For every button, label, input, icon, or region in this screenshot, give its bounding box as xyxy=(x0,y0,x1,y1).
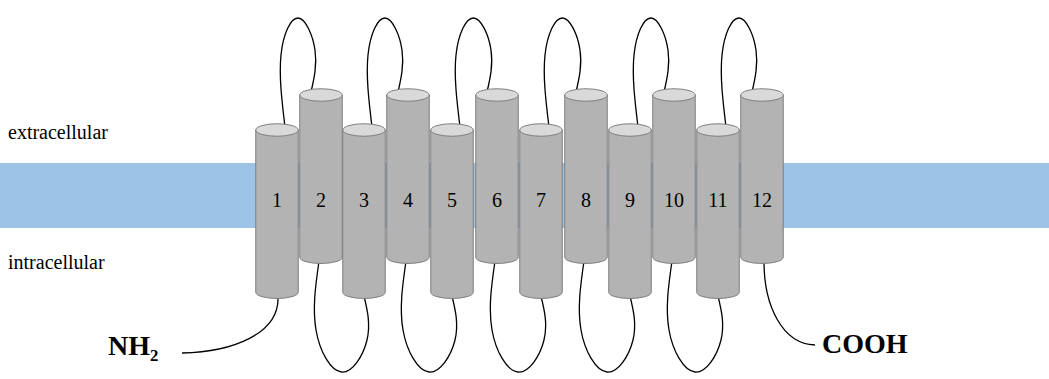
helix-number: 8 xyxy=(564,189,608,211)
terminus-label: COOH xyxy=(822,328,908,360)
cylinder-top xyxy=(343,124,386,137)
transmembrane-helix: 12 xyxy=(740,88,784,265)
helix-cylinder xyxy=(519,123,563,300)
cylinder-top xyxy=(609,124,652,137)
transmembrane-helix: 9 xyxy=(608,123,652,300)
cylinder-top xyxy=(300,89,343,102)
helix-cylinder xyxy=(652,88,696,265)
helix-number: 7 xyxy=(519,189,563,211)
cylinder-top xyxy=(387,89,430,102)
cylinder-body xyxy=(520,130,563,298)
cylinder-top xyxy=(741,89,784,102)
cylinder-top xyxy=(431,124,474,137)
helix-number: 9 xyxy=(608,189,652,211)
cylinder-body xyxy=(343,130,386,298)
c-terminal-tail xyxy=(764,262,815,345)
helix-cylinder xyxy=(342,123,386,300)
helix-number: 11 xyxy=(696,189,740,211)
cylinder-top xyxy=(697,124,740,137)
cylinder-body xyxy=(697,130,740,298)
helix-cylinder xyxy=(299,88,343,265)
transmembrane-helix: 5 xyxy=(430,123,474,300)
helix-cylinder xyxy=(696,123,740,300)
cylinder-body xyxy=(300,95,343,263)
region-label: extracellular xyxy=(8,121,108,144)
helix-cylinder xyxy=(608,123,652,300)
n-terminal-tail xyxy=(182,296,278,353)
cylinder-body xyxy=(653,95,696,263)
cylinder-top xyxy=(520,124,563,137)
cylinder-top xyxy=(256,124,299,137)
cylinder-top xyxy=(476,89,519,102)
region-label: intracellular xyxy=(8,251,105,274)
cylinder-body xyxy=(565,95,608,263)
helix-cylinder xyxy=(740,88,784,265)
cylinder-body xyxy=(609,130,652,298)
helix-cylinder xyxy=(475,88,519,265)
helix-cylinder xyxy=(386,88,430,265)
terminus-label: NH₂ xyxy=(108,330,158,362)
helix-number: 3 xyxy=(342,189,386,211)
cylinder-top xyxy=(653,89,696,102)
transmembrane-helix: 11 xyxy=(696,123,740,300)
transmembrane-helix: 2 xyxy=(299,88,343,265)
cylinder-body xyxy=(256,130,299,298)
transmembrane-helix: 6 xyxy=(475,88,519,265)
cylinder-body xyxy=(387,95,430,263)
helix-cylinder xyxy=(430,123,474,300)
helix-number: 12 xyxy=(740,189,784,211)
cylinder-body xyxy=(476,95,519,263)
transmembrane-helix: 3 xyxy=(342,123,386,300)
helix-number: 2 xyxy=(299,189,343,211)
transmembrane-helix: 10 xyxy=(652,88,696,265)
transmembrane-helix: 7 xyxy=(519,123,563,300)
helix-number: 6 xyxy=(475,189,519,211)
transmembrane-helix: 8 xyxy=(564,88,608,265)
cylinder-body xyxy=(741,95,784,263)
helix-number: 5 xyxy=(430,189,474,211)
helix-cylinder xyxy=(255,123,299,300)
transmembrane-helix: 4 xyxy=(386,88,430,265)
helix-cylinder xyxy=(564,88,608,265)
transmembrane-helix: 1 xyxy=(255,123,299,300)
cylinder-top xyxy=(565,89,608,102)
helix-number: 10 xyxy=(652,189,696,211)
cylinder-body xyxy=(431,130,474,298)
helix-number: 1 xyxy=(255,189,299,211)
helix-number: 4 xyxy=(386,189,430,211)
